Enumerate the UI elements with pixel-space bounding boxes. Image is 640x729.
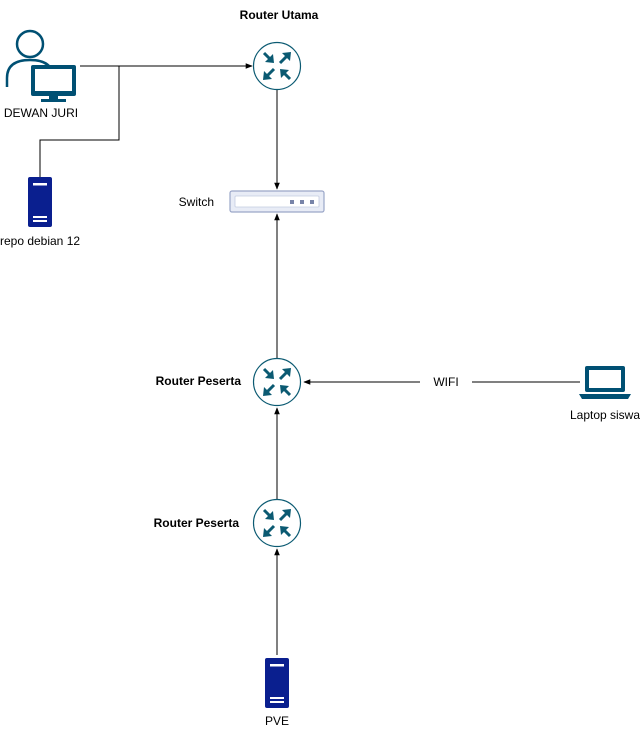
router-peserta-2[interactable]: Router Peserta: [154, 498, 302, 548]
pve-label: PVE: [265, 714, 289, 728]
switch-label: Switch: [179, 195, 214, 209]
dewan-juri[interactable]: DEWAN JURI: [4, 29, 78, 120]
dewan-juri-label: DEWAN JURI: [4, 106, 78, 120]
server-tower-icon: [265, 658, 289, 708]
repo-debian-server[interactable]: repo debian 12: [0, 177, 80, 248]
router-icon: [252, 357, 302, 407]
wifi-edge-label: WIFI: [433, 375, 458, 389]
server-tower-icon: [28, 177, 52, 227]
laptop-siswa[interactable]: Laptop siswa: [570, 366, 640, 422]
router-icon: [252, 41, 302, 91]
router-icon: [252, 498, 302, 548]
router-peserta-1[interactable]: Router Peserta: [156, 357, 302, 407]
switch[interactable]: Switch: [179, 190, 325, 213]
router-utama-label: Router Utama: [240, 8, 319, 22]
edge-repo-to-router-utama: [39, 66, 120, 178]
laptop-label: Laptop siswa: [570, 408, 640, 422]
user-workstation-icon: [5, 29, 76, 102]
router-peserta-1-label: Router Peserta: [156, 374, 242, 388]
laptop-icon: [579, 366, 631, 399]
repo-server-label: repo debian 12: [0, 234, 80, 248]
switch-icon: [229, 190, 325, 213]
router-utama[interactable]: Router Utama: [240, 8, 319, 91]
router-peserta-2-label: Router Peserta: [154, 516, 240, 530]
pve-server[interactable]: PVE: [265, 658, 289, 728]
